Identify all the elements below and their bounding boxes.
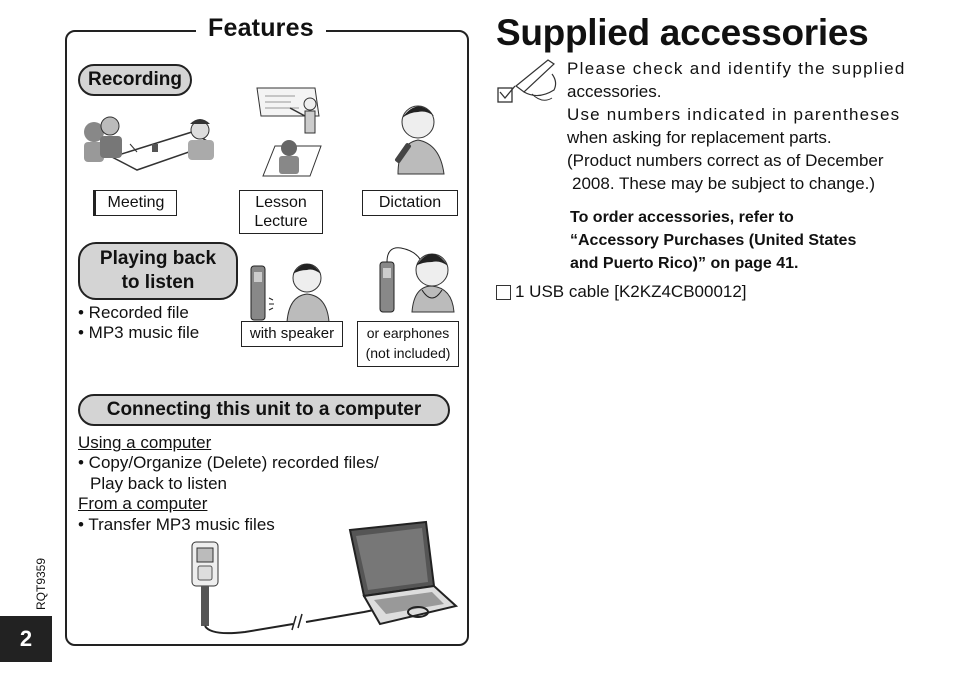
earphones-playback-illustration [379, 247, 455, 313]
page-number: 2 [0, 616, 52, 662]
order-page-link[interactable]: 41. [776, 255, 799, 272]
order-line3: and Puerto Rico)” on page 41. [570, 252, 799, 275]
computer-connection-illustration [191, 520, 459, 635]
order-line1: To order accessories, refer to [570, 209, 794, 226]
order-line3-text: and Puerto Rico)” on page [570, 255, 772, 272]
check-line2: accessories. [567, 82, 662, 101]
bullet-transfer-mp3: • Transfer MP3 music files [78, 515, 275, 534]
playing-back-heading: Playing back to listen [78, 242, 238, 300]
connecting-heading: Connecting this unit to a computer [78, 394, 450, 426]
order-line2: “Accessory Purchases (United States [570, 232, 857, 249]
lesson-lecture-label: Lesson Lecture [239, 190, 323, 234]
bullet-copy-organize-cont: Play back to listen [90, 474, 228, 493]
check-line1: Please check and identify the supplied [567, 59, 906, 78]
check-line3: Use numbers indicated in parentheses [567, 105, 901, 124]
check-line4: when asking for replacement parts. [567, 128, 832, 147]
playing-back-line2: to listen [121, 272, 195, 293]
pen-check-icon [497, 59, 557, 103]
check-line5: (Product numbers correct as of December [567, 151, 884, 170]
lecture-label: Lecture [254, 213, 308, 230]
lesson-illustration [256, 87, 322, 177]
playing-back-line1: Playing back [99, 248, 217, 269]
features-title: Features [196, 14, 326, 43]
usb-cable-checkbox[interactable] [496, 285, 511, 300]
recording-heading: Recording [78, 64, 192, 96]
earphones-line1: or earphones [366, 325, 450, 341]
bullet-copy-organize: • Copy/Organize (Delete) recorded files/ [78, 453, 379, 472]
document-code: RQT9359 [34, 557, 48, 610]
using-computer-heading: Using a computer [78, 433, 212, 452]
check-line6: 2008. These may be subject to change.) [572, 174, 876, 193]
earphones-line2: (not included) [365, 345, 451, 361]
page-title: Supplied accessories [496, 12, 869, 53]
meeting-illustration [84, 116, 214, 171]
dictation-label: Dictation [362, 190, 458, 216]
lesson-label: Lesson [255, 194, 307, 211]
from-computer-heading: From a computer [78, 494, 208, 513]
speaker-playback-illustration [250, 263, 330, 323]
bullet-recorded-file: • Recorded file [78, 303, 189, 322]
with-speaker-label: with speaker [241, 321, 343, 347]
meeting-label: Meeting [93, 190, 177, 216]
usb-cable-item: 1 USB cable [K2KZ4CB00012] [515, 282, 747, 301]
bullet-mp3-file: • MP3 music file [78, 323, 200, 342]
dictation-illustration [395, 105, 445, 175]
earphones-label: or earphones (not included) [357, 321, 459, 367]
